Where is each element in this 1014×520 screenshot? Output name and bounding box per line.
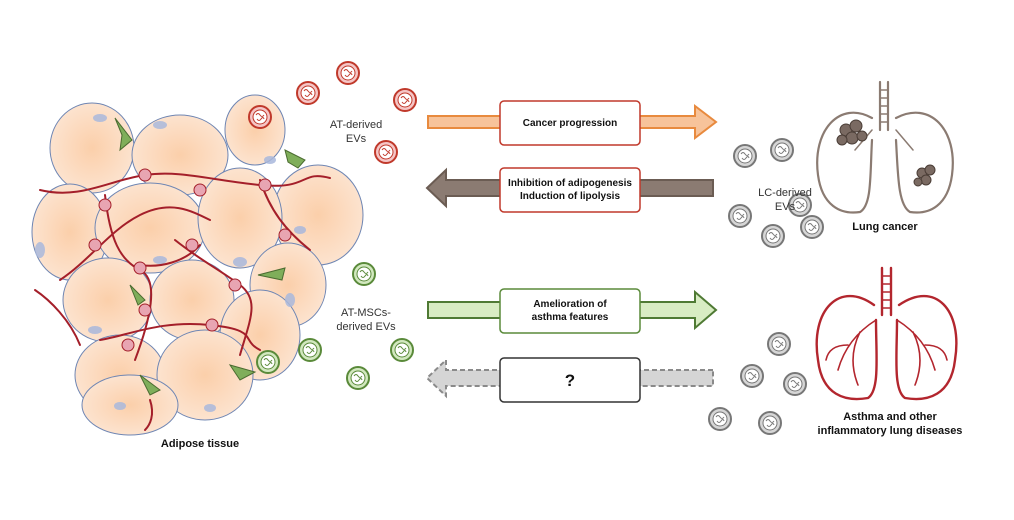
extracellular-vesicle [336, 61, 360, 85]
label-at-derived-evs-line-1: AT-derived [329, 119, 383, 131]
label-lc-derived-evs: LC-derived EVs [750, 186, 820, 214]
extracellular-vesicle [256, 350, 280, 374]
label-lc-derived-line-1: LC-derived [758, 187, 812, 199]
label-at-mscs-line-1: AT-MSCs- [341, 307, 391, 319]
extracellular-vesicle [298, 338, 322, 362]
extracellular-vesicle [346, 366, 370, 390]
extracellular-vesicle [761, 224, 785, 248]
label-asthma-line-1: Asthma and other [843, 411, 937, 423]
extracellular-vesicle [393, 88, 417, 112]
box-adipogenesis-line-1: Inhibition of adipogenesis [508, 178, 632, 189]
lung-cancer-illustration [816, 80, 954, 214]
extracellular-vesicle [374, 140, 398, 164]
extracellular-vesicle [728, 204, 752, 228]
extracellular-vesicle [800, 215, 824, 239]
label-at-derived-evs-line-2: EVs [345, 133, 367, 145]
label-asthma-line-2: inflammatory lung diseases [817, 425, 963, 437]
label-at-derived-evs: AT-derived EVs [316, 118, 396, 146]
extracellular-vesicle [767, 332, 791, 356]
asthma-lung-illustration [815, 266, 958, 401]
extracellular-vesicle [708, 407, 732, 431]
extracellular-vesicle [758, 411, 782, 435]
box-asthma-line-1: Amelioration of [533, 299, 607, 310]
extracellular-vesicle [788, 193, 812, 217]
extracellular-vesicle [740, 364, 764, 388]
tumor-nodules [836, 119, 936, 187]
extracellular-vesicle [783, 372, 807, 396]
label-at-mscs-line-2: derived EVs [336, 321, 396, 333]
label-lung-cancer: Lung cancer [852, 221, 918, 233]
extracellular-vesicle [352, 262, 376, 286]
box-unknown: ? [501, 359, 639, 401]
extracellular-vesicle [248, 105, 272, 129]
box-adipogenesis-line-2: Induction of lipolysis [520, 191, 620, 202]
extracellular-vesicle [390, 338, 414, 362]
box-asthma-line-2: asthma features [531, 312, 609, 323]
adipose-tissue-illustration [31, 94, 364, 436]
label-lc-derived-line-2: EVs [774, 201, 796, 213]
extracellular-vesicle [296, 81, 320, 105]
lc-derived-evs-group [728, 138, 824, 248]
label-at-mscs-derived-evs: AT-MSCs- derived EVs [326, 306, 406, 334]
label-adipose-tissue: Adipose tissue [160, 438, 240, 450]
at-derived-evs-group [248, 61, 417, 164]
label-asthma: Asthma and other inflammatory lung disea… [800, 410, 980, 438]
at-mscs-derived-evs-group [256, 262, 414, 390]
extracellular-vesicle [733, 144, 757, 168]
box-cancer-progression: Cancer progression [501, 102, 639, 144]
box-adipogenesis: Inhibition of adipogenesis Induction of … [501, 169, 639, 211]
extracellular-vesicle [770, 138, 794, 162]
box-unknown-text: ? [564, 370, 576, 390]
asthma-evs-group [708, 332, 807, 435]
box-asthma-amelioration: Amelioration of asthma features [501, 290, 639, 332]
box-cancer-progression-text: Cancer progression [522, 117, 618, 129]
